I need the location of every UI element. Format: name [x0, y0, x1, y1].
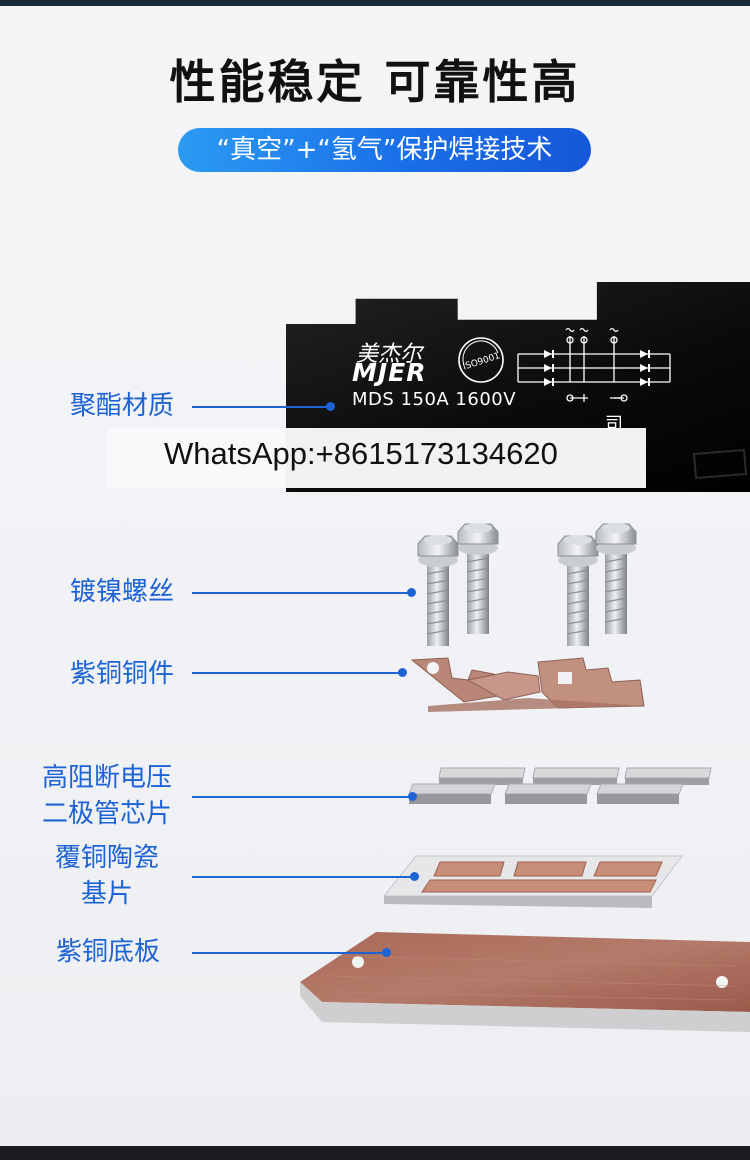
nickel-screws-icon	[417, 523, 637, 646]
tagline-pill: “真空”+“氢气”保护焊接技术	[178, 128, 591, 172]
callout-diode-chip-dot	[408, 792, 417, 801]
copper-base-plate-icon	[300, 932, 750, 1032]
circuit-diagram-icon	[517, 327, 671, 402]
callout-screws-dot	[407, 588, 416, 597]
callout-diode-chip-label-line2: 二极管芯片	[41, 799, 172, 829]
bottom-strip	[0, 1146, 750, 1160]
diode-chips-icon	[408, 767, 712, 804]
ceramic-substrate-icon	[382, 855, 683, 908]
page-headline: 性能稳定 可靠性高	[169, 55, 581, 109]
whatsapp-contact: WhatsApp:+8615173134620	[164, 436, 558, 471]
callout-ceramic-label-line1: 覆铜陶瓷	[54, 843, 159, 873]
iso-seal-icon: ISO9001	[458, 337, 504, 383]
callout-screws-label: 镀镍螺丝	[69, 577, 174, 607]
callout-ceramic-line	[192, 876, 414, 878]
module-screw-hole-icon	[692, 448, 748, 480]
callout-screws-line	[192, 592, 412, 594]
top-strip	[0, 0, 750, 6]
callout-copper-parts-line	[192, 672, 402, 674]
brand-logo: MJER	[352, 358, 427, 387]
callout-polyester-label: 聚酯材质	[69, 391, 174, 421]
whatsapp-banner	[106, 428, 646, 488]
callout-copper-parts-dot	[398, 668, 407, 677]
copper-parts-icon	[410, 657, 645, 712]
callout-polyester-dot	[326, 402, 335, 411]
iso-seal-text: ISO9001	[462, 351, 502, 372]
callout-base-plate-label: 紫铜底板	[55, 937, 160, 967]
callout-diode-chip-line	[192, 796, 412, 798]
callout-diode-chip-label-line1: 高阻断电压	[41, 763, 172, 793]
callout-polyester-line	[192, 406, 330, 408]
model-rating: MDS 150A 1600V	[352, 389, 517, 410]
callout-base-plate-dot	[382, 948, 391, 957]
callout-ceramic-dot	[410, 872, 419, 881]
brand-chinese: 美杰尔	[356, 342, 423, 367]
callout-base-plate-line	[192, 952, 386, 954]
callout-ceramic-label-line2: 基片	[80, 879, 133, 909]
callout-copper-parts-label: 紫铜铜件	[69, 659, 174, 689]
